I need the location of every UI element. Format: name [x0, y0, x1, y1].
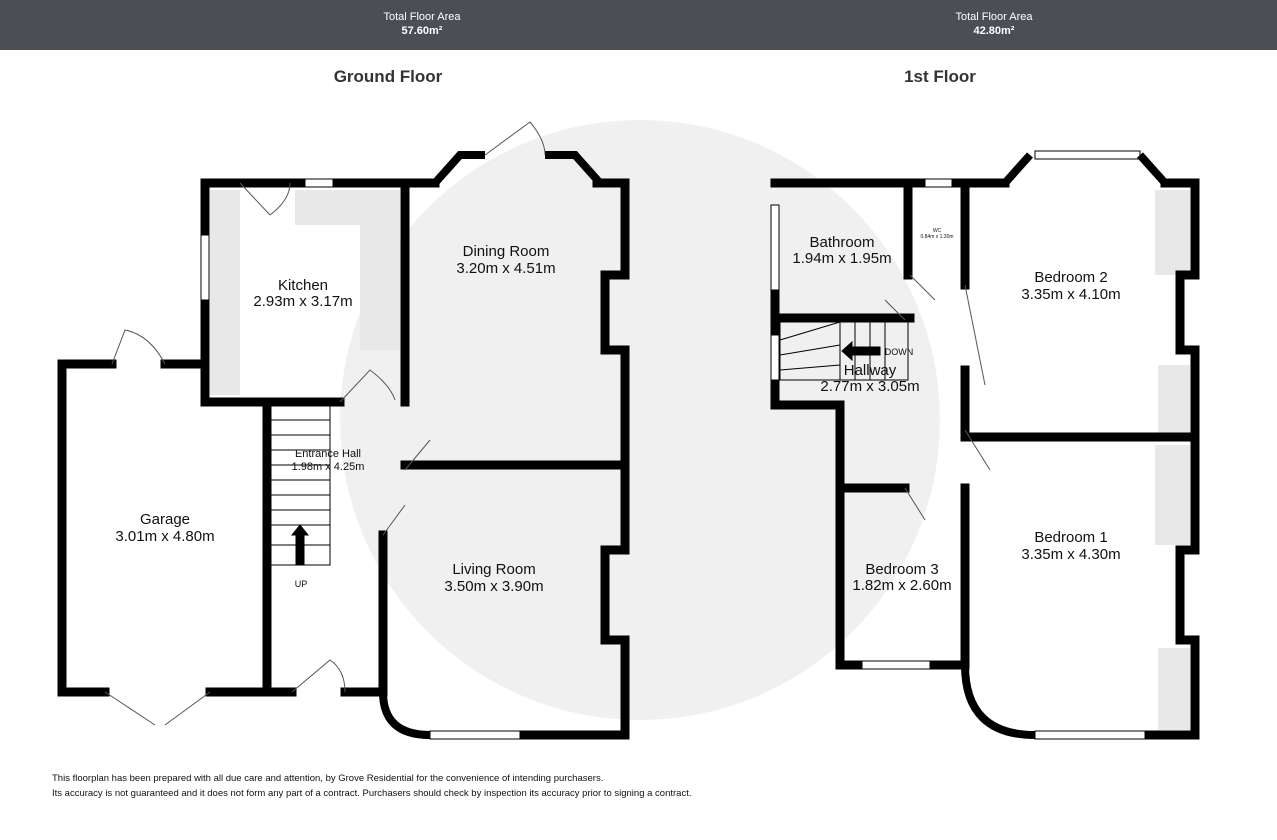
first-floor-area: Total Floor Area 42.80m²	[894, 10, 1094, 38]
walls	[57, 178, 1200, 740]
area-label: Total Floor Area	[955, 11, 1033, 23]
stairs-down-label: DOWN	[885, 347, 914, 357]
area-value: 42.80m²	[973, 25, 1015, 37]
room-name-bathroom: Bathroom	[809, 234, 874, 251]
stairs-ground	[269, 404, 331, 566]
room-size-bedroom3: 1.82m x 2.60m	[852, 577, 951, 594]
room-size-hall: 1.98m x 4.25m	[292, 461, 365, 473]
room-name-wc: WC	[933, 228, 942, 234]
room-size-dining: 3.20m x 4.51m	[456, 260, 555, 277]
room-name-living: Living Room	[452, 561, 535, 578]
ground-floor-area: Total Floor Area 57.60m²	[322, 10, 522, 38]
room-size-kitchen: 2.93m x 3.17m	[253, 293, 352, 310]
room-name-bedroom3: Bedroom 3	[865, 561, 938, 578]
stairs-first	[779, 321, 909, 381]
room-name-bedroom1: Bedroom 1	[1034, 529, 1107, 546]
room-size-living: 3.50m x 3.90m	[444, 578, 543, 595]
room-name-kitchen: Kitchen	[278, 277, 328, 294]
room-size-bedroom2: 3.35m x 4.10m	[1021, 286, 1120, 303]
room-name-hall: Entrance Hall	[295, 448, 361, 460]
disclaimer-line: This floorplan has been prepared with al…	[52, 773, 604, 784]
header-bar: Total Floor Area 57.60m² Total Floor Area…	[0, 0, 1277, 50]
room-name-bedroom2: Bedroom 2	[1034, 269, 1107, 286]
room-name-garage: Garage	[140, 511, 190, 528]
first-floor-title: 1st Floor	[904, 67, 976, 86]
doors	[104, 121, 991, 726]
area-label: Total Floor Area	[383, 11, 461, 23]
windows	[200, 150, 1168, 740]
room-name-dining: Dining Room	[463, 243, 550, 260]
ground-floor-title: Ground Floor	[333, 67, 443, 86]
disclaimer-line: Its accuracy is not guaranteed and it do…	[52, 788, 692, 799]
disclaimer: This floorplan has been prepared with al…	[52, 771, 691, 801]
room-size-garage: 3.01m x 4.80m	[115, 528, 214, 545]
room-name-hallway: Hallway	[844, 362, 897, 379]
watermark-logo	[340, 120, 940, 720]
room-size-wc: 0.84m x 1.30m	[920, 234, 953, 240]
room-size-hallway: 2.77m x 3.05m	[820, 378, 919, 395]
room-size-bedroom1: 3.35m x 4.30m	[1021, 546, 1120, 563]
fittings	[210, 190, 1190, 730]
room-size-bathroom: 1.94m x 1.95m	[792, 250, 891, 267]
area-value: 57.60m²	[401, 25, 443, 37]
stairs-up-label: UP	[295, 579, 308, 589]
